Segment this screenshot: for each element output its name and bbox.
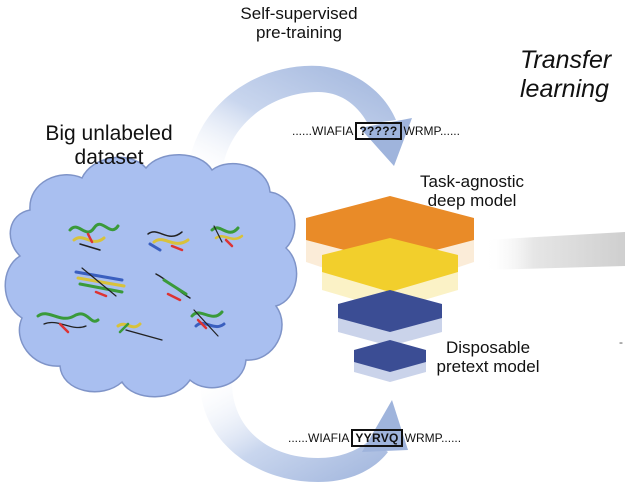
masked-sequence-prefix: ......WIAFIA	[292, 124, 354, 138]
protein-icon-7	[116, 322, 163, 341]
masked-sequence-box: ?????	[355, 122, 402, 140]
model-layer-yellow	[322, 238, 458, 292]
dataset-cloud	[4, 154, 298, 398]
protein-icon-8	[190, 309, 226, 337]
masked-sequence: ......WIAFIA ????? WRMP......	[292, 122, 460, 140]
protein-icon-2	[147, 231, 190, 252]
protein-structures	[36, 222, 244, 341]
pretraining-title-line1: Self-supervised	[240, 4, 358, 23]
pretraining-arrow-top	[188, 65, 412, 172]
deep-model-stack	[306, 196, 474, 382]
model-layer-orange	[306, 196, 474, 262]
model-layer-navy-small	[354, 340, 426, 372]
pretext-model-label: Disposable pretext model	[426, 338, 550, 376]
task-agnostic-label: Task-agnostic deep model	[412, 172, 532, 210]
dataset-title: Big unlabeled dataset	[24, 122, 194, 169]
transfer-learning-title: Transfer learning	[520, 46, 611, 104]
protein-icon-5	[155, 273, 191, 302]
task-agnostic-line2: deep model	[427, 191, 517, 211]
dataset-title-line1: Big unlabeled	[45, 122, 173, 145]
filled-sequence-box: YYRVQ	[351, 429, 403, 447]
protein-icon-1	[68, 222, 120, 251]
arrowhead-bottom	[362, 400, 408, 452]
model-layer-navy	[338, 290, 442, 332]
filled-sequence-suffix: WRMP......	[404, 431, 462, 445]
transfer-learning-line2: learning	[520, 74, 609, 103]
filled-sequence-prefix: ......WIAFIA	[288, 431, 350, 445]
task-agnostic-line1: Task-agnostic	[420, 172, 524, 191]
pretraining-title-line2: pre-training	[256, 23, 342, 43]
arrowhead-top	[360, 118, 412, 166]
transfer-learning-line1: Transfer	[520, 46, 612, 74]
transfer-arrow	[484, 232, 625, 270]
edge-mark: -	[619, 335, 623, 349]
protein-icon-6	[36, 312, 100, 334]
pretraining-title: Self-supervised pre-training	[214, 4, 384, 42]
masked-sequence-suffix: WRMP......	[403, 124, 460, 138]
dataset-title-line2: dataset	[74, 145, 144, 169]
protein-icon-4	[74, 267, 126, 298]
pretraining-arrow-bottom	[199, 378, 408, 482]
pretext-model-line1: Disposable	[445, 338, 531, 357]
filled-sequence: ......WIAFIA YYRVQ WRMP......	[288, 429, 461, 447]
pretext-model-line2: pretext model	[436, 357, 540, 377]
protein-icon-3	[210, 225, 244, 248]
